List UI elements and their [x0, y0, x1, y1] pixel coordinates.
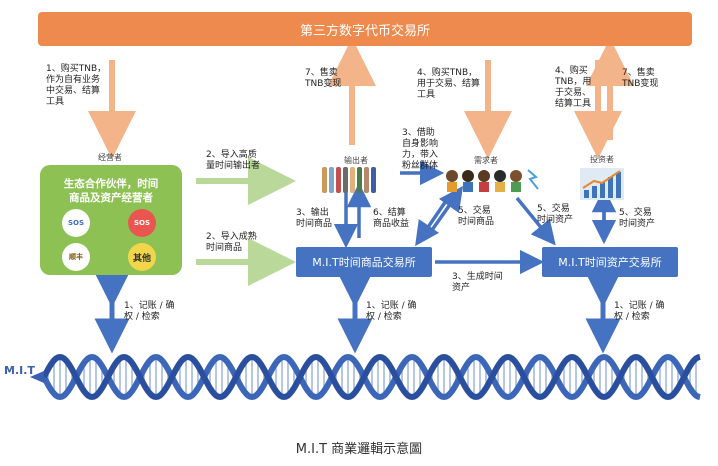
demander-caption: 需求者 [474, 156, 498, 165]
sos-red-logo-icon: SOS [128, 209, 156, 237]
outputter-people-icon [322, 167, 376, 193]
third-party-exchange-bar: 第三方数字代币交易所 [38, 12, 692, 46]
label-ledger-left: 1、记账 / 确 权 / 检索 [124, 301, 175, 322]
sos-logo-icon: SOS [62, 209, 90, 237]
operator-box-title: 生态合作伙伴，时间 商品及资产经营者 [63, 178, 159, 204]
label-buy-tnb-demander: 4、购买TNB， 用于交易、结算 工具 [417, 68, 481, 100]
label-ledger-middle: 1、记账 / 确 权 / 检索 [366, 301, 417, 322]
arrow-trade-goods [415, 197, 450, 247]
dna-strand [41, 353, 701, 401]
dna-strand [41, 353, 701, 401]
label-import-mature: 2、导入成熟 时间商品 [206, 232, 257, 253]
label-buy-tnb-operator: 1、购买TNB， 作为自有业务 中交易、结算 工具 [46, 64, 107, 107]
label-sell-tnb-investor: 7、售卖 TNB变现 [622, 68, 659, 89]
investor-chart-icon [580, 168, 624, 200]
goods-exchange-box: M.I.T时间商品交易所 [296, 247, 432, 277]
label-buy-tnb-investor: 4、购买 TNB，用 于交易、 结算工具 [555, 66, 592, 109]
dna-helix [41, 353, 701, 401]
label-settle-income: 6、结算 商品收益 [373, 208, 410, 229]
label-trade-assets-left: 5、交易 时间资产 [537, 204, 574, 225]
label-sell-tnb-outputter: 7、售卖 TNB变现 [305, 68, 342, 89]
dna-pointer-icon [30, 371, 44, 383]
figure-caption: M.I.T 商業邏輯示意圖 [295, 442, 423, 457]
arrow-trade-assets [515, 196, 556, 246]
shunfeng-logo-icon: 顺丰 [62, 243, 90, 271]
label-ledger-right: 1、记账 / 确 权 / 检索 [614, 301, 665, 322]
others-logo: 其他 [128, 243, 156, 271]
label-output-goods: 3、输出 时间商品 [296, 208, 333, 229]
label-generate-assets: 3、生成时间 资产 [452, 272, 503, 293]
label-leverage-influence: 3、借助 自身影响 力，带入 粉丝群体 [402, 128, 439, 171]
mit-label: M.I.T [4, 364, 35, 377]
demander-people-icon [444, 167, 540, 193]
assets-exchange-box: M.I.T时间资产交易所 [542, 247, 678, 277]
investor-caption: 投资者 [590, 155, 614, 164]
operator-caption: 经营者 [98, 153, 122, 162]
arrow-trade-goods-back [430, 185, 464, 232]
label-import-quality: 2、导入高质 量时间输出者 [206, 150, 261, 171]
label-trade-assets-right: 5、交易 时间资产 [619, 208, 656, 229]
operator-box: 生态合作伙伴，时间 商品及资产经营者 SOS SOS 顺丰 其他 [40, 165, 182, 275]
outputter-caption: 输出者 [344, 156, 368, 165]
label-trade-goods: 5、交易 时间商品 [458, 206, 495, 227]
